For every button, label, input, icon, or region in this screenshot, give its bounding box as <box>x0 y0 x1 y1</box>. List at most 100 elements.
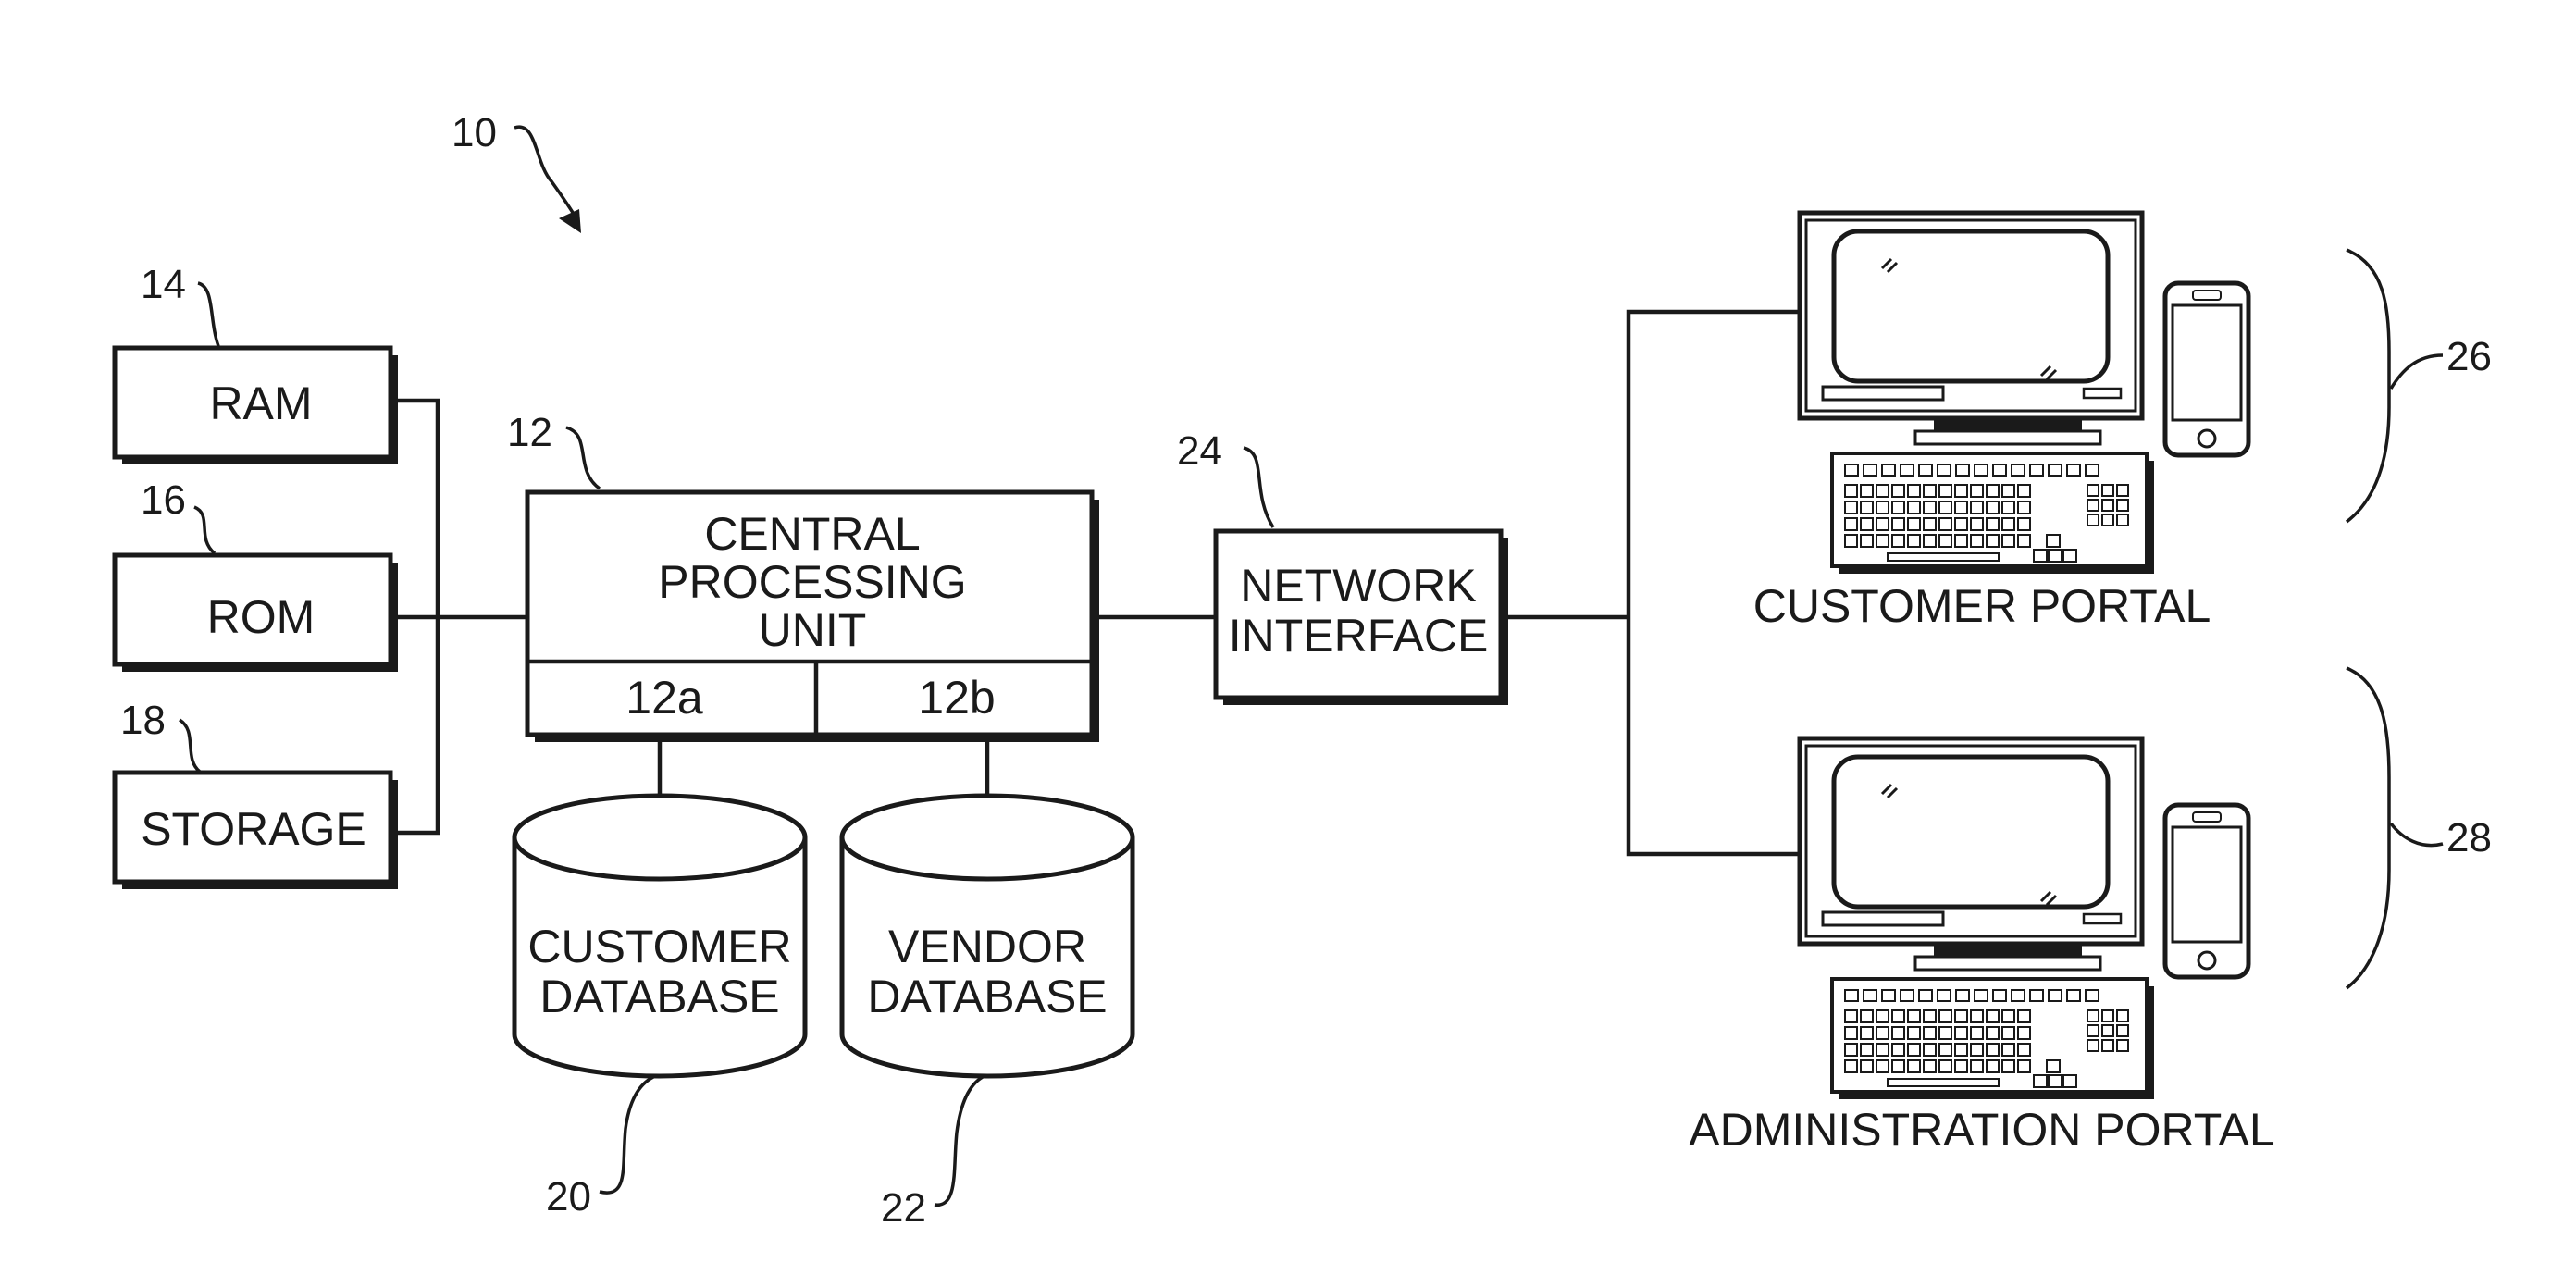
keyboard-key <box>2086 464 2099 476</box>
keyboard-key <box>1939 1060 1951 1072</box>
ref-customer-portal: 26 <box>2446 334 2492 379</box>
keyboard <box>1832 453 2154 574</box>
vendor-database: VENDOR DATABASE <box>842 796 1133 1076</box>
keyboard-key <box>1987 1010 1999 1022</box>
keyboard-key <box>2102 1010 2113 1021</box>
keyboard-key <box>2063 550 2076 562</box>
keyboard-key <box>1892 518 1904 530</box>
keyboard <box>1832 979 2154 1099</box>
customer-database: CUSTOMER DATABASE <box>514 796 805 1076</box>
keyboard-key <box>2002 485 2014 497</box>
cpu-section-12b: 12b <box>918 672 995 724</box>
keyboard-key <box>1939 535 1951 547</box>
system-arrow-head <box>559 209 581 233</box>
rom-label: ROM <box>207 591 316 643</box>
vendor-db-label-line2: DATABASE <box>867 971 1107 1022</box>
keyboard-key <box>1924 1060 1936 1072</box>
keyboard-key <box>2087 1010 2099 1021</box>
keyboard-key <box>2087 514 2099 526</box>
keyboard-key <box>1938 990 1951 1001</box>
keyboard-key <box>2047 1060 2060 1072</box>
leader-storage <box>180 720 200 772</box>
keyboard-key <box>1876 501 1889 514</box>
keyboard-key <box>1993 990 2006 1001</box>
keyboard-key <box>1939 518 1951 530</box>
keyboard-key <box>2087 1040 2099 1051</box>
keyboard-key <box>1924 501 1936 514</box>
smartphone <box>2165 805 2248 977</box>
cpu-section-12a: 12a <box>625 672 703 724</box>
keyboard-key <box>1924 1010 1936 1022</box>
keyboard-key <box>2034 550 2047 562</box>
keyboard-key <box>1924 1044 1936 1056</box>
keyboard-key <box>1939 1027 1951 1039</box>
keyboard-key <box>2047 535 2060 547</box>
keyboard-key <box>1956 464 1969 476</box>
keyboard-key <box>1956 990 1969 1001</box>
keyboard-key <box>1971 1044 1983 1056</box>
keyboard-key <box>1955 535 1967 547</box>
ref-vendor-db: 22 <box>881 1185 926 1231</box>
network-label-line2: INTERFACE <box>1229 610 1489 662</box>
keyboard-key <box>1876 518 1889 530</box>
keyboard-key <box>2002 1060 2014 1072</box>
keyboard-key <box>1901 464 1913 476</box>
keyboard-key <box>2018 1044 2030 1056</box>
keyboard-key <box>2063 1075 2076 1087</box>
keyboard-key <box>1939 501 1951 514</box>
leader-vendor-db <box>935 1077 983 1205</box>
bracket-admin-portal <box>2347 668 2389 988</box>
keyboard-key <box>1975 464 1988 476</box>
leader-rom <box>194 507 215 553</box>
keyboard-key <box>1864 464 1876 476</box>
customer-portal-label: CUSTOMER PORTAL <box>1753 580 2211 632</box>
cpu-label-line1: CENTRAL <box>704 508 920 560</box>
keyboard-key <box>1892 1044 1904 1056</box>
keyboard-key <box>2018 1060 2030 1072</box>
keyboard-key <box>1876 1060 1889 1072</box>
keyboard-key <box>1987 1044 1999 1056</box>
keyboard-key <box>2117 514 2128 526</box>
keyboard-key <box>1845 485 1857 497</box>
keyboard-key <box>1876 1010 1889 1022</box>
customer-portal <box>1800 213 2248 574</box>
keyboard-key <box>2018 485 2030 497</box>
ram-label: RAM <box>209 378 312 429</box>
keyboard-key <box>1876 535 1889 547</box>
storage-block: STORAGE <box>115 773 398 889</box>
keyboard-key <box>1993 464 2006 476</box>
keyboard-key <box>1908 518 1920 530</box>
smartphone <box>2165 283 2248 455</box>
desktop-computer <box>1800 213 2154 574</box>
keyboard-key <box>2034 1075 2047 1087</box>
keyboard-key <box>2049 464 2062 476</box>
keyboard-key <box>2102 514 2113 526</box>
keyboard-key <box>2067 464 2080 476</box>
keyboard-key <box>1861 1010 1873 1022</box>
keyboard-key <box>1892 535 1904 547</box>
ref-system: 10 <box>452 110 497 155</box>
keyboard-key <box>1971 501 1983 514</box>
ref-storage: 18 <box>120 698 166 743</box>
keyboard-key <box>1971 518 1983 530</box>
keyboard-key <box>1908 485 1920 497</box>
keyboard-key <box>1861 1027 1873 1039</box>
keyboard-key <box>1876 1044 1889 1056</box>
ref-ram: 14 <box>141 262 186 307</box>
keyboard-key <box>1955 1010 1967 1022</box>
leader-network <box>1244 448 1273 527</box>
keyboard-key <box>2117 485 2128 496</box>
keyboard-key <box>2030 464 2043 476</box>
keyboard-key <box>1882 464 1895 476</box>
keyboard-key <box>2002 1044 2014 1056</box>
cpu-label-line3: UNIT <box>759 604 867 656</box>
keyboard-key <box>2049 550 2062 562</box>
keyboard-key <box>1908 1044 1920 1056</box>
keyboard-key <box>2018 1027 2030 1039</box>
keyboard-key <box>1971 1027 1983 1039</box>
keyboard-key <box>2102 1025 2113 1036</box>
keyboard-key <box>1924 518 1936 530</box>
keyboard-key <box>2002 518 2014 530</box>
keyboard-key <box>1987 485 1999 497</box>
